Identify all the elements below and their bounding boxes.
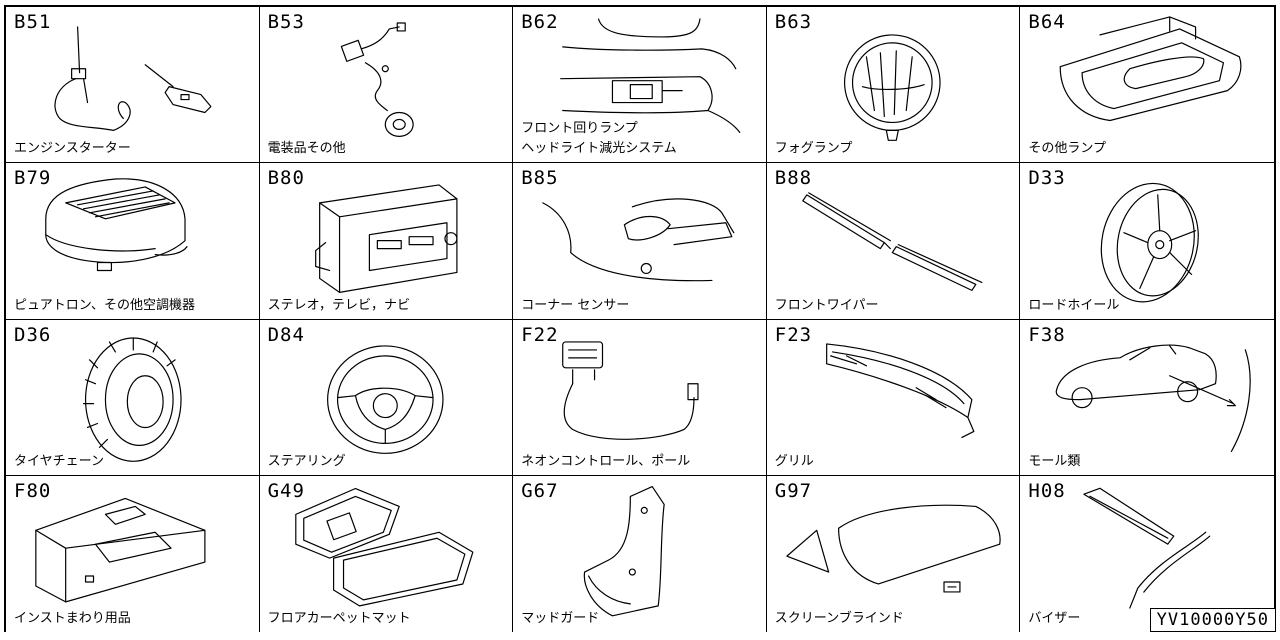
- stereo-icon: [314, 184, 458, 294]
- part-label: その他ランプ: [1028, 141, 1107, 157]
- part-cell-b64[interactable]: B64 その他ランプ: [1020, 7, 1274, 164]
- room-lamp-icon: [1059, 16, 1242, 122]
- part-cell-b88[interactable]: B88 フロントワイパー: [766, 163, 1021, 320]
- part-label: ピュアトロン、その他空調機器: [14, 297, 195, 313]
- part-code: B85: [521, 167, 559, 190]
- part-cell-b80[interactable]: B80 ステレオ，テレビ，ナビ: [259, 163, 514, 320]
- front-lamp-icon: [560, 18, 741, 133]
- part-label: ネオンコントロール、ポール: [521, 453, 691, 469]
- steering-wheel-icon: [326, 344, 444, 454]
- part-cell-b62[interactable]: B62 フロント回りランプ ヘッドライト減光システム: [513, 7, 767, 164]
- part-code: F22: [521, 323, 559, 346]
- part-code: B80: [267, 167, 305, 190]
- screen-blind-icon: [786, 504, 1001, 593]
- visor-icon: [1083, 487, 1211, 609]
- diagram-code: YV10000Y50: [1149, 608, 1276, 632]
- part-code: G49: [267, 479, 305, 502]
- part-label: フォグランプ: [774, 141, 853, 157]
- part-cell-g67[interactable]: G67 マッドガード: [513, 475, 767, 633]
- tire-chain-icon: [82, 336, 182, 462]
- mud-guard-icon: [584, 485, 665, 617]
- part-label: フロントワイパー: [774, 297, 879, 313]
- part-cell-f22[interactable]: F22 ネオンコントロール、ポール: [513, 319, 767, 476]
- part-cell-g97[interactable]: G97 スクリーンブラインド: [766, 475, 1021, 633]
- air-purifier-icon: [45, 178, 188, 272]
- part-cell-b63[interactable]: B63 フォグランプ: [766, 7, 1021, 164]
- part-cell-h08[interactable]: H08 バイザー: [1020, 475, 1274, 633]
- part-code: B88: [774, 167, 813, 190]
- part-code: G67: [521, 479, 559, 502]
- part-label: エンジンスターター: [14, 141, 131, 157]
- part-code: B53: [267, 11, 305, 33]
- part-code: D33: [1028, 167, 1066, 190]
- part-label: モール類: [1028, 453, 1081, 469]
- fog-lamp-icon: [843, 34, 941, 141]
- wiper-icon: [802, 192, 983, 292]
- part-cell-f38[interactable]: F38 モール類: [1020, 319, 1274, 476]
- part-label: グリル: [774, 453, 814, 469]
- engine-starter-icon: [54, 26, 212, 131]
- molding-icon: [1056, 344, 1252, 452]
- part-cell-g49[interactable]: G49 フロアカーペットマット: [259, 475, 514, 633]
- parts-catalog-grid: B51 エンジンスターター B53 電装品その他 B62 フロント回りランプ ヘッドラ…: [4, 5, 1276, 633]
- part-label: マッドガード: [521, 611, 600, 627]
- part-code: G97: [774, 479, 813, 502]
- part-label: ステレオ，テレビ，ナビ: [267, 297, 410, 313]
- floor-mat-icon: [294, 487, 474, 607]
- part-label: フロント回りランプ ヘッドライト減光システム: [521, 121, 677, 157]
- corner-sensor-icon: [542, 198, 735, 282]
- electrical-parts-icon: [340, 22, 414, 137]
- part-cell-d84[interactable]: D84 ステアリング: [259, 319, 514, 476]
- part-code: F80: [14, 479, 52, 502]
- part-label: ステアリング: [267, 453, 346, 469]
- part-label: ロードホイール: [1028, 297, 1120, 313]
- part-label: 電装品その他: [267, 141, 346, 157]
- part-code: D84: [267, 323, 305, 346]
- part-cell-d33[interactable]: D33 ロードホイール: [1020, 163, 1274, 320]
- instrument-panel-icon: [35, 497, 206, 603]
- part-code: B64: [1028, 11, 1066, 33]
- part-code: B79: [14, 167, 52, 190]
- part-label: コーナー センサー: [521, 297, 630, 313]
- part-cell-f80[interactable]: F80 インストまわり用品: [6, 475, 260, 633]
- part-code: D36: [14, 323, 52, 346]
- part-code: B62: [521, 11, 559, 33]
- part-cell-b79[interactable]: B79 ピュアトロン、その他空調機器: [6, 163, 260, 320]
- part-label: フロアカーペットマット: [267, 611, 411, 627]
- part-code: H08: [1028, 479, 1066, 502]
- part-cell-f23[interactable]: F23 グリル: [766, 319, 1021, 476]
- part-label: バイザー: [1028, 611, 1081, 627]
- part-label: インストまわり用品: [14, 611, 131, 627]
- neon-control-icon: [562, 340, 699, 440]
- road-wheel-icon: [1101, 183, 1200, 303]
- part-cell-b51[interactable]: B51 エンジンスターター: [6, 7, 260, 164]
- part-cell-b85[interactable]: B85 コーナー センサー: [513, 163, 767, 320]
- part-cell-d36[interactable]: D36 タイヤチェーン: [6, 319, 260, 476]
- part-code: F38: [1028, 323, 1066, 346]
- part-code: F23: [774, 323, 813, 346]
- part-label: スクリーンブラインド: [774, 611, 904, 627]
- part-code: B63: [774, 11, 813, 33]
- part-label: タイヤチェーン: [14, 453, 104, 469]
- grille-icon: [825, 342, 975, 438]
- part-code: B51: [14, 11, 52, 33]
- part-cell-b53[interactable]: B53 電装品その他: [259, 7, 514, 164]
